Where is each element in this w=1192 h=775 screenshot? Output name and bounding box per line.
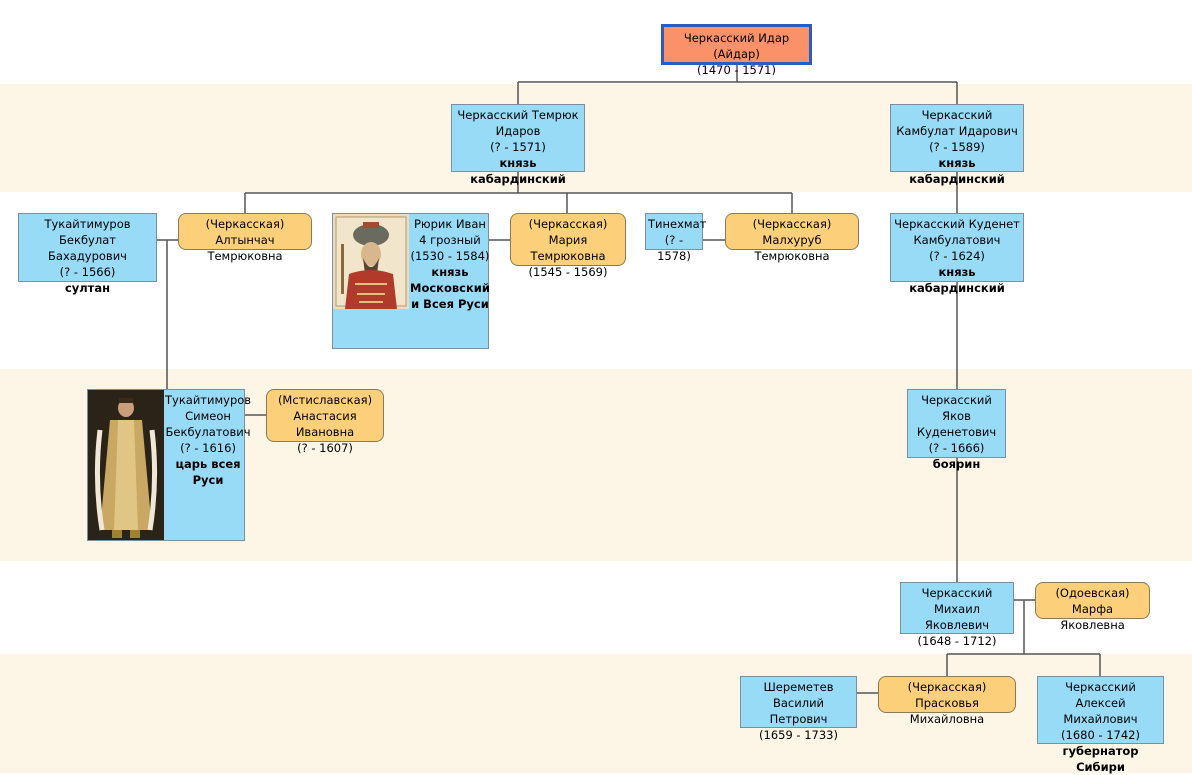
person-name: (Черкасская) Прасковья Михайловна (907, 680, 987, 726)
person-title: князь кабардинский (909, 265, 1005, 295)
person-name: Рюрик Иван 4 грозный (413, 217, 486, 247)
person-name: (Черкасская) Алтынчач Темрюковна (205, 217, 285, 263)
person-title: князь Московский и Всея Руси (410, 265, 490, 311)
person-node-ivan[interactable]: Рюрик Иван 4 грозный (1530 - 1584) князь… (332, 213, 491, 349)
person-node-bekbulat[interactable]: Тукайтимуров Бекбулат Бахадурович (? - 1… (18, 213, 157, 295)
person-node-maria[interactable]: (Черкасская) Мария Темрюковна (1545 - 15… (510, 213, 626, 279)
person-name: (Мстиславская) Анастасия Ивановна (277, 393, 373, 439)
portrait-simeon-image (88, 390, 164, 540)
person-name: (Черкасская) Малхуруб Темрюковна (752, 217, 832, 263)
person-name: Шереметев Василий Петрович (763, 680, 834, 726)
person-node-tinekhmat[interactable]: Тинехмат (? - 1578) (645, 213, 707, 263)
person-dates: (1659 - 1733) (759, 728, 838, 742)
person-node-temryuk[interactable]: Черкасский Темрюк Идаров (? - 1571) княз… (451, 104, 585, 186)
person-dates: (1545 - 1569) (528, 265, 608, 279)
person-dates: (? - 1566) (59, 265, 116, 279)
person-dates: (? - 1666) (928, 441, 985, 455)
person-node-altynchach[interactable]: (Черкасская) Алтынчач Темрюковна (178, 213, 312, 263)
person-dates: (? - 1624) (929, 249, 985, 263)
person-node-kambulat[interactable]: Черкасский Камбулат Идарович (? - 1589) … (890, 104, 1024, 186)
person-node-anastasia[interactable]: (Мстиславская) Анастасия Ивановна (? - 1… (266, 389, 384, 455)
person-node-simeon[interactable]: Тукайтимуров Симеон Бекбулатович (? - 16… (87, 389, 251, 541)
person-node-sheremetev[interactable]: Шереметев Василий Петрович (1659 - 1733) (740, 676, 857, 742)
person-name: Черкасский Камбулат Идарович (896, 108, 1018, 138)
person-name: (Одоевская) Марфа Яковлевна (1055, 586, 1130, 632)
person-dates: (? - 1589) (929, 140, 985, 154)
person-name: Черкасский Куденет Камбулатович (894, 217, 1020, 247)
person-name: (Черкасская) Мария Темрюковна (528, 217, 608, 263)
person-node-marfa[interactable]: (Одоевская) Марфа Яковлевна (1035, 582, 1150, 632)
person-text: Рюрик Иван 4 грозный (1530 - 1584) князь… (409, 214, 491, 348)
person-name: Тукайтимуров Симеон Бекбулатович (165, 393, 252, 439)
person-name: Черкасский Темрюк Идаров (457, 108, 579, 138)
person-node-mikhail[interactable]: Черкасский Михаил Яковлевич (1648 - 1712… (900, 582, 1014, 648)
person-node-praskovya[interactable]: (Черкасская) Прасковья Михайловна (878, 676, 1016, 726)
person-name: Тинехмат (648, 217, 707, 231)
person-dates: (1530 - 1584) (410, 249, 490, 263)
person-dates: (? - 1578) (657, 233, 691, 263)
person-title: князь кабардинский (470, 156, 566, 186)
person-node-yakov[interactable]: Черкасский Яков Куденетович (? - 1666) б… (907, 389, 1006, 471)
person-title: царь всея Руси (175, 457, 241, 487)
person-node-idar[interactable]: Черкасский Идар (Айдар) (1470 - 1571) (661, 24, 812, 77)
portrait-ivan (333, 214, 409, 309)
person-dates: (? - 1616) (180, 441, 236, 455)
person-title: боярин (932, 457, 981, 471)
person-node-malkhurub[interactable]: (Черкасская) Малхуруб Темрюковна (725, 213, 859, 263)
generation-band-6 (0, 654, 1192, 773)
person-name: Черкасский Михаил Яковлевич (921, 586, 993, 632)
person-node-kudenet[interactable]: Черкасский Куденет Камбулатович (? - 162… (890, 213, 1024, 295)
person-text: Тукайтимуров Симеон Бекбулатович (? - 16… (164, 390, 252, 540)
portrait-ivan-image (333, 214, 409, 309)
person-name: Черкасский Идар (Айдар) (683, 31, 790, 61)
person-dates: (1648 - 1712) (917, 634, 997, 648)
person-title: князь кабардинский (909, 156, 1005, 186)
person-name: Черкасский Алексей Михайлович (1063, 680, 1138, 726)
person-dates: (1680 - 1742) (1061, 728, 1140, 742)
person-node-aleksey[interactable]: Черкасский Алексей Михайлович (1680 - 17… (1037, 676, 1164, 774)
person-dates: (? - 1607) (297, 441, 353, 455)
person-title: губернатор Сибири (1062, 744, 1139, 774)
person-name: Черкасский Яков Куденетович (916, 393, 997, 439)
portrait-simeon (88, 390, 164, 540)
person-name: Тукайтимуров Бекбулат Бахадурович (44, 217, 131, 263)
person-dates: (1470 - 1571) (697, 63, 776, 77)
person-title: султан (64, 281, 111, 295)
person-dates: (? - 1571) (490, 140, 546, 154)
